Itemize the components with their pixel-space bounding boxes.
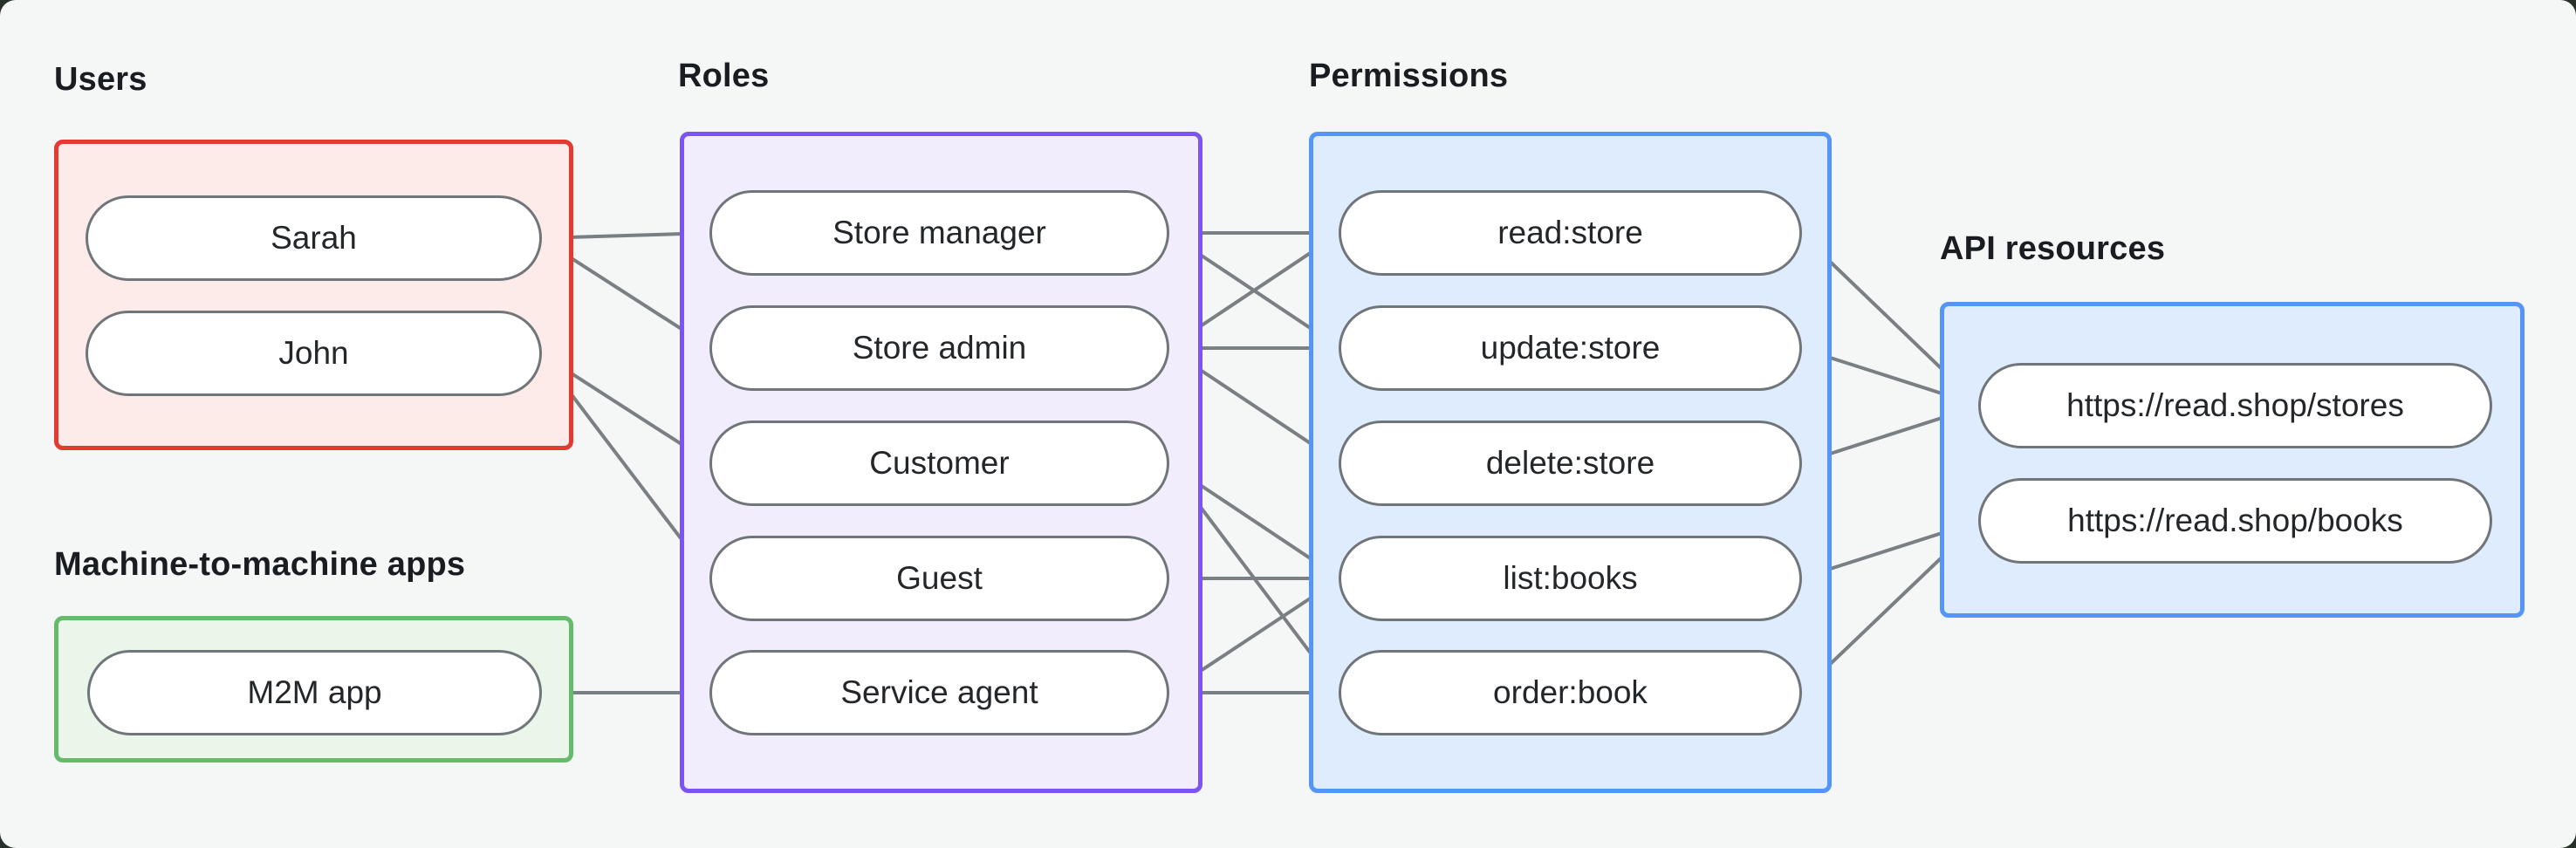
node-pill-guest: Guest: [709, 536, 1169, 621]
group-title-permissions: Permissions: [1309, 58, 1509, 94]
node-pill-service-agent: Service agent: [709, 650, 1169, 735]
group-title-api-resources: API resources: [1940, 230, 2166, 267]
node-pill-store-manager: Store manager: [709, 190, 1169, 276]
node-pill-m2m-app: M2M app: [87, 650, 542, 735]
node-pill-read-store: read:store: [1339, 190, 1802, 276]
node-pill-list-books: list:books: [1339, 536, 1802, 621]
node-pill-delete-store: delete:store: [1339, 421, 1802, 506]
node-pill-update-store: update:store: [1339, 305, 1802, 391]
node-pill-john: John: [86, 311, 542, 396]
node-pill-books-resource: https://read.shop/books: [1978, 478, 2492, 564]
node-pill-customer: Customer: [709, 421, 1169, 506]
group-title-roles: Roles: [678, 58, 770, 94]
node-pill-store-admin: Store admin: [709, 305, 1169, 391]
node-pill-order-book: order:book: [1339, 650, 1802, 735]
node-pill-sarah: Sarah: [86, 195, 542, 281]
group-title-m2m-apps: Machine-to-machine apps: [54, 546, 466, 583]
api-resources-group-box: [1940, 302, 2525, 618]
node-pill-stores-resource: https://read.shop/stores: [1978, 363, 2492, 448]
users-group-box: [54, 140, 573, 450]
group-title-users: Users: [54, 61, 147, 98]
